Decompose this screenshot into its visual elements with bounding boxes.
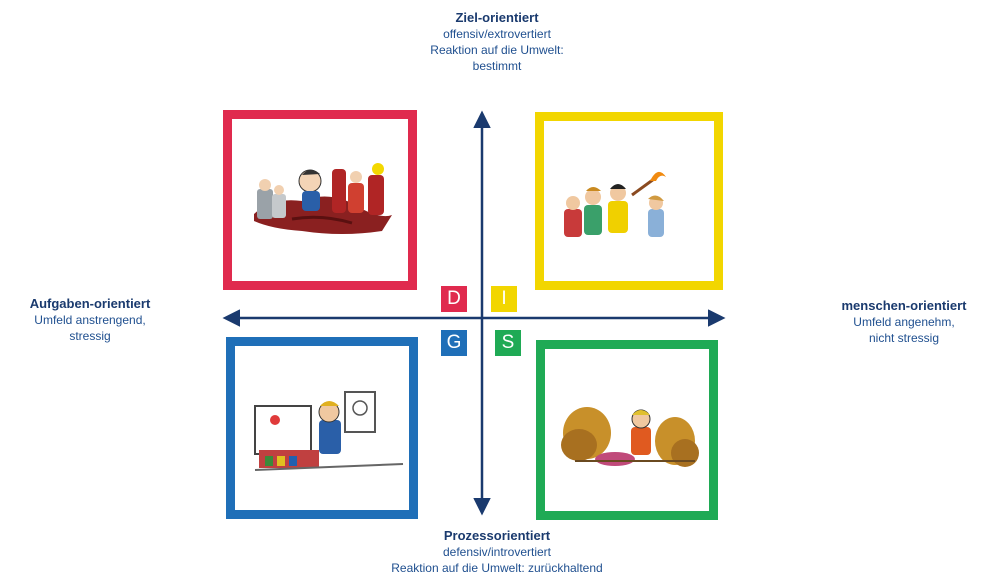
letter-d-tile: D — [441, 286, 467, 312]
left-axis-line2: stressig — [69, 329, 111, 343]
top-axis-title: Ziel-orientiert — [455, 10, 539, 25]
letter-i-tile: I — [491, 286, 517, 312]
top-axis-line2: Reaktion auf die Umwelt: — [430, 43, 564, 57]
quadrant-s-frame — [536, 340, 718, 520]
top-axis-line1: offensiv/extrovertiert — [443, 27, 551, 41]
quadrant-d-frame — [223, 110, 417, 290]
bottom-axis-line2: Reaktion auf die Umwelt: zurückhaltend — [391, 561, 603, 575]
bottom-axis-label: Prozessorientiert defensiv/introvertiert… — [312, 528, 682, 576]
left-axis-label: Aufgaben-orientiert Umfeld anstrengend, … — [0, 296, 180, 344]
right-axis-line1: Umfeld angenehm, — [853, 315, 955, 329]
desk-worker-illustration — [254, 391, 404, 471]
quadrant-i-frame — [535, 112, 723, 290]
person-among-bushes-illustration — [561, 407, 699, 467]
top-axis-label: Ziel-orientiert offensiv/extrovertiert R… — [347, 10, 647, 74]
quadrant-g-frame — [226, 337, 418, 519]
top-axis-line3: bestimmt — [472, 59, 522, 73]
right-axis-title: menschen-orientiert — [841, 298, 967, 313]
bottom-axis-line1: defensiv/introvertiert — [442, 545, 552, 559]
letter-g-tile: G — [441, 330, 467, 356]
bottom-axis-title: Prozessorientiert — [443, 528, 551, 543]
dominant-person-illustration — [254, 163, 392, 234]
right-axis-line2: nicht stressig — [868, 331, 940, 345]
left-axis-line1: Umfeld anstrengend, — [34, 313, 146, 327]
group-with-torch-illustration — [564, 171, 666, 237]
right-axis-label: menschen-orientiert Umfeld angenehm, nic… — [814, 298, 994, 346]
left-axis-title: Aufgaben-orientiert — [29, 296, 151, 311]
letter-s-tile: S — [495, 330, 521, 356]
